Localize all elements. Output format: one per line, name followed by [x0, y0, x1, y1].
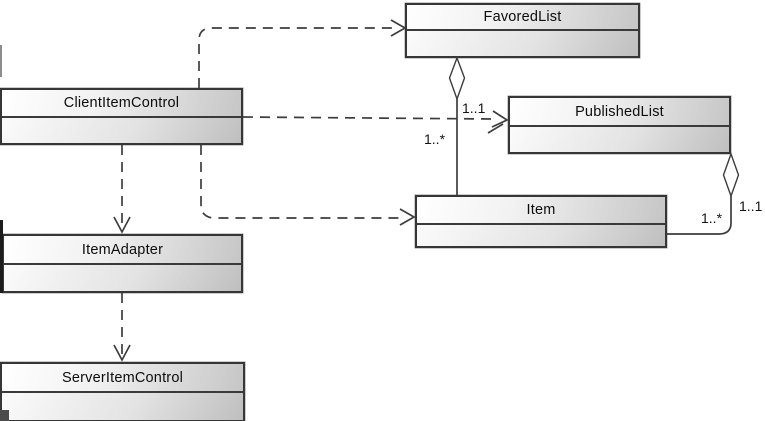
multiplicity-label-publishedlist-end: 1..1: [739, 198, 763, 214]
aggregation-diamond-icon: [722, 151, 740, 199]
dependency-line-clientitemcontrol-publishedlist: [242, 116, 495, 120]
cropped-edge-artifact-top-left: [0, 45, 2, 77]
aggregation-diamond-icon: [448, 56, 466, 102]
cropped-edge-artifact-bottom-left: [0, 410, 9, 421]
class-name-serveritemcontrol: ServerItemControl: [2, 364, 243, 393]
class-name-itemadapter: ItemAdapter: [4, 236, 241, 265]
class-box-publishedlist: PublishedList: [508, 96, 731, 154]
class-box-item: Item: [415, 195, 667, 248]
class-box-favoredlist: FavoredList: [405, 3, 640, 58]
dependency-arrowhead-icon: [399, 208, 416, 226]
cropped-edge-artifact-mid-left: [0, 220, 3, 293]
dependency-line-clientitemcontrol-item: [200, 145, 402, 219]
class-name-publishedlist: PublishedList: [510, 98, 729, 127]
dependency-arrowhead-icon: [491, 110, 509, 128]
multiplicity-label-favoredlist-item: 1..*: [424, 131, 446, 147]
class-compartment-publishedlist: [510, 127, 729, 152]
dependency-arrowhead-tick: [487, 123, 504, 134]
dependency-arrowhead-icon: [113, 344, 131, 362]
class-box-serveritemcontrol: ServerItemControl: [0, 362, 245, 421]
class-name-item: Item: [417, 197, 665, 225]
class-box-clientitemcontrol: ClientItemControl: [0, 88, 243, 145]
class-compartment-item: [417, 225, 665, 246]
class-name-clientitemcontrol: ClientItemControl: [2, 90, 241, 118]
class-box-itemadapter: ItemAdapter: [2, 234, 243, 293]
dependency-arrowhead-icon: [390, 19, 407, 37]
class-name-favoredlist: FavoredList: [407, 5, 638, 31]
class-compartment-clientitemcontrol: [2, 118, 241, 143]
multiplicity-label-item-end: 1..*: [701, 210, 723, 226]
class-compartment-itemadapter: [4, 265, 241, 291]
class-compartment-serveritemcontrol: [2, 393, 243, 420]
dependency-line-clientitemcontrol-favoredlist: [198, 27, 392, 88]
multiplicity-label-clientitemcontrol-publishedlist: 1..1: [462, 100, 486, 116]
class-compartment-favoredlist: [407, 31, 638, 56]
dependency-arrowhead-icon: [113, 216, 131, 234]
